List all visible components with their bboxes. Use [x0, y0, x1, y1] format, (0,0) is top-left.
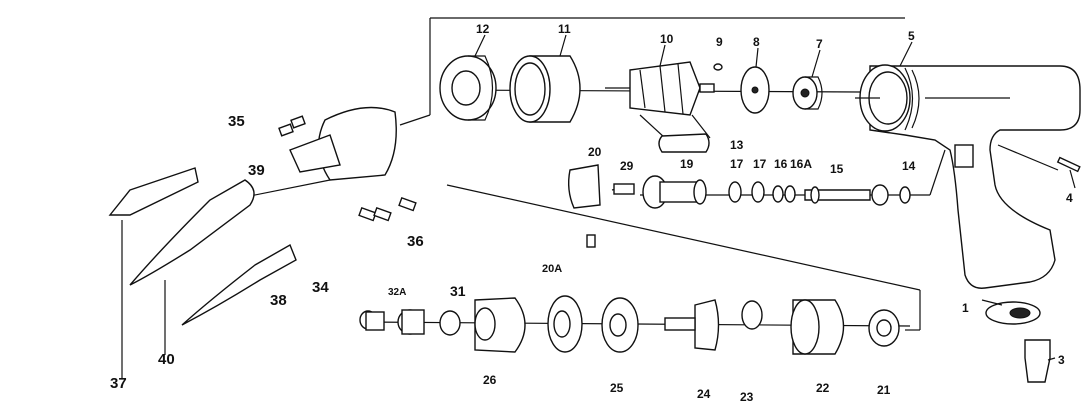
end-plate-part-8 — [740, 66, 770, 114]
callout-4: 4 — [1066, 191, 1073, 205]
callout-17a: 17 — [730, 157, 744, 171]
callout-14: 14 — [902, 159, 916, 173]
cylinder-part-11 — [509, 55, 581, 123]
callout-1: 1 — [962, 301, 969, 315]
callout-8: 8 — [753, 35, 760, 49]
rotor-part-10 — [605, 61, 715, 139]
callout-7: 7 — [816, 37, 823, 51]
bearing-part-7 — [792, 76, 823, 110]
pin-part-4 — [1056, 156, 1081, 173]
callout-22: 22 — [816, 381, 830, 395]
callout-5: 5 — [908, 29, 915, 43]
vane-part-13 — [658, 133, 710, 153]
callout-13: 13 — [730, 138, 744, 152]
callout-36: 36 — [407, 233, 424, 250]
callout-34: 34 — [312, 279, 329, 296]
gear-assembly-row — [359, 295, 900, 355]
callout-9: 9 — [716, 35, 723, 49]
callout-19: 19 — [680, 157, 694, 171]
callout-leaders — [121, 34, 1076, 378]
plate-part-1 — [985, 301, 1041, 325]
callout-24: 24 — [697, 387, 711, 401]
bearing-part-12 — [439, 55, 497, 121]
callout-20: 20 — [588, 145, 602, 159]
valve-assembly-row — [567, 164, 911, 248]
callout-20a: 20A — [542, 263, 562, 275]
callout-37: 37 — [110, 375, 127, 392]
callout-10: 10 — [660, 32, 674, 46]
callout-29: 29 — [620, 159, 634, 173]
callout-3: 3 — [1058, 353, 1065, 367]
jaw-attachment — [108, 106, 417, 326]
callout-31: 31 — [450, 283, 466, 299]
callout-39: 39 — [248, 162, 265, 179]
callout-26: 26 — [483, 373, 497, 387]
callout-35: 35 — [228, 113, 245, 130]
callout-21: 21 — [877, 383, 891, 397]
callout-15: 15 — [830, 162, 844, 176]
callout-11: 11 — [558, 22, 571, 36]
callout-16: 16 — [774, 157, 788, 171]
callout-32a: 32A — [388, 287, 406, 298]
callout-12: 12 — [476, 22, 490, 36]
housing-part-5 — [855, 64, 1081, 289]
pin-part-9 — [713, 63, 723, 71]
fitting-part-3 — [1024, 339, 1051, 383]
callout-38: 38 — [270, 292, 287, 309]
callout-25: 25 — [610, 381, 624, 395]
callout-labels: 12 11 10 9 8 7 5 13 20 29 19 17 17 16 16… — [110, 22, 1073, 404]
callout-16a: 16A — [790, 157, 812, 171]
callout-23: 23 — [740, 390, 754, 404]
callout-17b: 17 — [753, 157, 767, 171]
callout-40: 40 — [158, 351, 175, 368]
